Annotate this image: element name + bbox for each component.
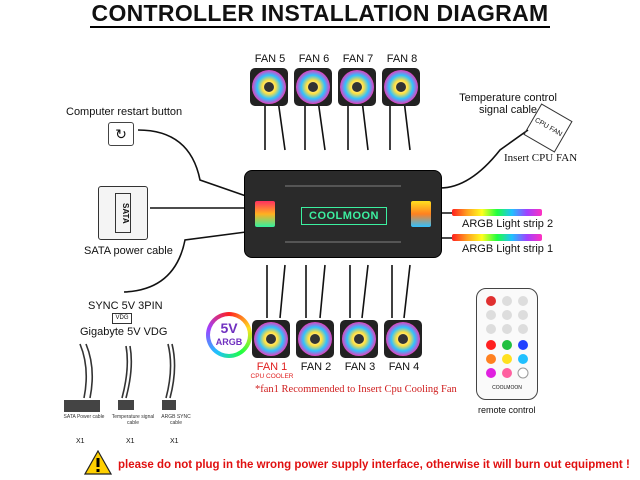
vdg-plug: VDG bbox=[112, 313, 132, 324]
fan-2-label: FAN 2 bbox=[300, 361, 332, 373]
insert-cpu-label: Insert CPU FAN bbox=[504, 152, 578, 164]
led-bar-left bbox=[255, 201, 275, 227]
fan-1-label: FAN 1 bbox=[256, 361, 288, 373]
light-strip-1 bbox=[452, 234, 542, 241]
controller-groove-bottom bbox=[285, 241, 401, 243]
fan-8-label: FAN 8 bbox=[386, 53, 418, 65]
remote-label: remote control bbox=[478, 405, 536, 415]
fan-7-icon bbox=[338, 68, 376, 106]
fan-6-icon bbox=[294, 68, 332, 106]
cable-1-qty: X1 bbox=[76, 438, 85, 445]
fan-2-icon bbox=[296, 320, 334, 358]
warning-icon bbox=[84, 450, 112, 475]
sata-power-cable-plug bbox=[64, 400, 100, 412]
remote-buttons bbox=[486, 296, 529, 379]
restart-label: Computer restart button bbox=[66, 106, 183, 118]
cable-2-qty: X1 bbox=[126, 438, 135, 445]
argb-badge: 5V ARGB bbox=[206, 312, 252, 358]
remote-brand: COOLMOON bbox=[492, 385, 522, 391]
fan-5-icon bbox=[250, 68, 288, 106]
fan-8-icon bbox=[382, 68, 420, 106]
strip-2-label: ARGB Light strip 2 bbox=[462, 218, 554, 230]
restart-button-icon: ↻ bbox=[108, 122, 134, 146]
warning-text: please do not plug in the wrong power su… bbox=[118, 459, 630, 471]
fan-4-icon bbox=[384, 320, 422, 358]
cable-2-label: Temperature signal cable bbox=[111, 414, 155, 426]
gigabyte-label: Gigabyte 5V VDG bbox=[80, 326, 168, 338]
badge-bottom: ARGB bbox=[215, 337, 243, 347]
fan-7-label: FAN 7 bbox=[342, 53, 374, 65]
fan-5-label: FAN 5 bbox=[254, 53, 286, 65]
cable-3-qty: X1 bbox=[170, 438, 179, 445]
strip-1-label: ARGB Light strip 1 bbox=[462, 243, 554, 255]
led-bar-right bbox=[411, 201, 431, 227]
temp-cable-plug bbox=[118, 400, 134, 410]
temp-label-line-1: Temperature control bbox=[459, 92, 557, 104]
controller-brand: COOLMOON bbox=[301, 207, 387, 225]
top-fans-row bbox=[250, 68, 420, 106]
argb-sync-cable-plug bbox=[162, 400, 176, 410]
cable-3-label: ARGB SYNC cable bbox=[161, 414, 191, 426]
argb-badge-inner: 5V ARGB bbox=[210, 316, 248, 354]
sata-connector-icon: SATA bbox=[98, 186, 148, 240]
sata-label: SATA power cable bbox=[84, 245, 173, 257]
sync-label: SYNC 5V 3PIN bbox=[88, 300, 163, 312]
fan-4-label: FAN 4 bbox=[388, 361, 420, 373]
diagram-title-text: CONTROLLER INSTALLATION DIAGRAM bbox=[89, 0, 551, 28]
cable-1-label: SATA Power cable bbox=[63, 414, 105, 420]
remote-control-icon: COOLMOON bbox=[476, 288, 538, 400]
diagram-title: CONTROLLER INSTALLATION DIAGRAM bbox=[0, 0, 640, 28]
fan-1-icon bbox=[252, 320, 290, 358]
fan-3-icon bbox=[340, 320, 378, 358]
sata-plug-text: SATA bbox=[115, 193, 131, 233]
light-strip-2 bbox=[452, 209, 542, 216]
bottom-fans-row bbox=[252, 320, 422, 358]
fan-6-label: FAN 6 bbox=[298, 53, 330, 65]
fan-1-sub: CPU COOLER bbox=[250, 373, 294, 380]
cables-illustration bbox=[64, 343, 176, 412]
controller-hub: COOLMOON bbox=[244, 170, 442, 258]
fan1-note: *fan1 Recommended to Insert Cpu Cooling … bbox=[255, 384, 457, 395]
temp-label-line-2: signal cable bbox=[478, 104, 538, 116]
badge-top: 5V bbox=[220, 320, 238, 336]
fan-3-label: FAN 3 bbox=[344, 361, 376, 373]
controller-groove-top bbox=[285, 185, 401, 187]
